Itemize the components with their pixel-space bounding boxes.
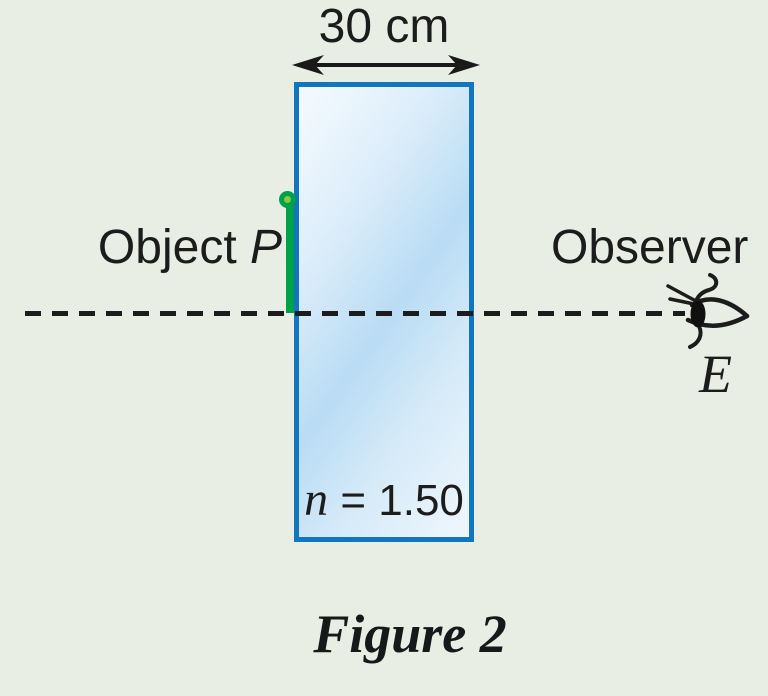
object-pin-head-center: [284, 196, 291, 203]
width-dimension-label: 30 cm: [318, 0, 450, 53]
object-symbol: P: [249, 221, 282, 274]
refractive-index-label: n = 1.50: [294, 473, 474, 527]
figure-caption: Figure 2: [313, 604, 507, 664]
object-pin: [286, 203, 294, 313]
eye-icon: [666, 273, 750, 349]
observer-label: Observer: [551, 221, 749, 274]
double-headed-arrow-icon: [292, 52, 480, 78]
object-label-text: Object: [97, 221, 250, 274]
arrow-shaft: [302, 63, 470, 67]
object-pin-head: [279, 191, 296, 208]
refractive-index-value: = 1.50: [328, 476, 464, 525]
eye-point-label: E: [699, 344, 732, 404]
refractive-index-variable: n: [304, 473, 329, 526]
optical-axis-dashed-line: [25, 311, 685, 316]
object-label: Object P: [60, 221, 282, 274]
